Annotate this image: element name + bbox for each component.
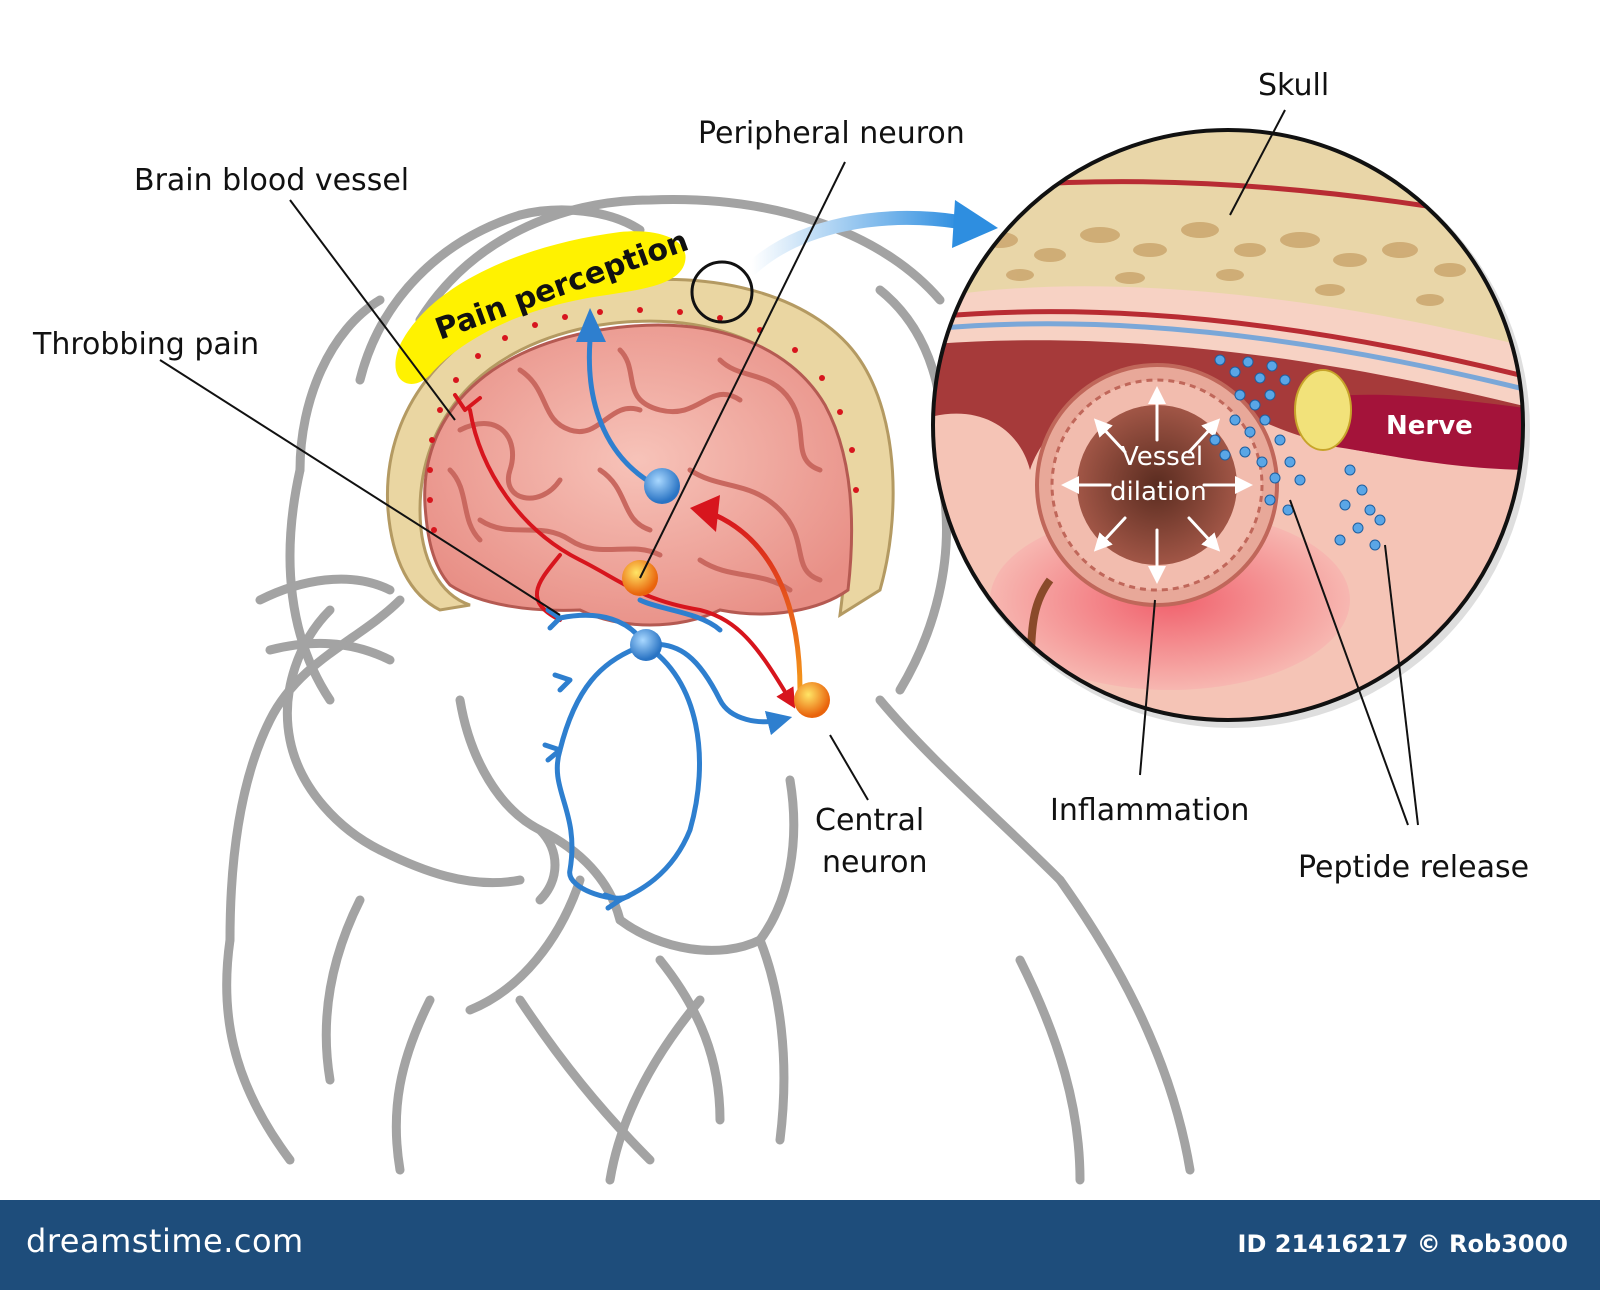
trigeminal-nerve-branches — [542, 597, 793, 911]
inflammation-label: Inflammation — [1050, 793, 1249, 828]
peripheral-neuron-label: Peripheral neuron — [698, 116, 965, 151]
zoom-inset — [931, 128, 1530, 728]
vessel-dilation-label-line1: Vessel — [1121, 442, 1203, 472]
migraine-diagram: Pain perception — [32, 68, 1530, 1185]
trigeminal-ganglion-node — [630, 629, 662, 661]
brain-blood-vessel-label: Brain blood vessel — [134, 163, 409, 198]
magnifier-marker — [690, 260, 754, 324]
central-neuron-label-line2: neuron — [822, 845, 928, 880]
central-neuron-node — [794, 682, 830, 718]
leader-lines — [159, 109, 1419, 826]
central-neuron-label-line1: Central — [815, 803, 924, 838]
vessel-dilation-label-line2: dilation — [1110, 477, 1207, 507]
nerve-label: Nerve — [1386, 411, 1473, 441]
footer-bar: dreamstime.com ID 21416217 © Rob3000 — [0, 1200, 1600, 1290]
footer-credit: ID 21416217 © Rob3000 — [1237, 1230, 1568, 1258]
throbbing-pain-label: Throbbing pain — [32, 327, 259, 362]
ascending-signal-arrowhead — [690, 495, 720, 532]
footer-brand[interactable]: dreamstime.com — [26, 1222, 304, 1260]
skull-label: Skull — [1258, 68, 1329, 103]
peptide-release-label: Peptide release — [1298, 850, 1529, 885]
pain-perception-highlight — [395, 231, 686, 384]
perception-signal-arrow — [586, 337, 658, 488]
ascending-signal-arrow — [712, 512, 803, 693]
zoom-arrow — [745, 211, 967, 275]
zoom-arrow-head — [952, 200, 998, 248]
perception-signal-arrowhead — [576, 308, 606, 342]
cortical-neuron-node — [644, 468, 680, 504]
